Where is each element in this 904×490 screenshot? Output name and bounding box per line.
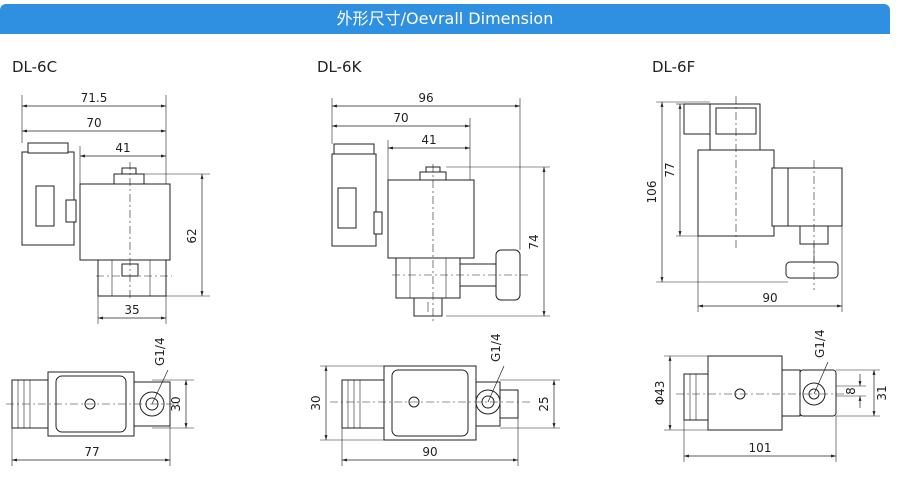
dl-6f-yoke bbox=[771, 167, 789, 227]
dl-6f-dim-90: 90 bbox=[762, 291, 777, 305]
dl-6k-dim-30: 30 bbox=[309, 395, 323, 410]
dl-6c-top-nut bbox=[113, 173, 145, 185]
dl-6k-connector-cap bbox=[333, 143, 375, 155]
dl-6k-top-connector bbox=[341, 379, 385, 429]
dl-6c-coil bbox=[79, 183, 171, 261]
dl-6f-dim-31: 31 bbox=[875, 385, 889, 400]
dl-6k-dim-74: 74 bbox=[527, 234, 541, 249]
dl-6c-dim-62: 62 bbox=[185, 228, 199, 243]
dl-6k-connector-label-plate bbox=[337, 187, 357, 229]
dl-6f-dim-g1-4: G1/4 bbox=[813, 329, 827, 358]
dl-6k-side-view: 96 70 41 74 bbox=[331, 91, 550, 322]
dl-6f-dim-101: 101 bbox=[749, 441, 772, 455]
dl-6f-top-view: G1/4 Φ43 8 31 101 bbox=[653, 329, 889, 462]
dl-6k-dim-90: 90 bbox=[422, 445, 437, 459]
dl-6c-dim-35: 35 bbox=[124, 303, 139, 317]
dl-6k-dim-41: 41 bbox=[421, 133, 436, 147]
dl-6k-dim-25: 25 bbox=[537, 396, 551, 411]
model-label-dl-6k: DL-6K bbox=[317, 58, 362, 76]
dl-6c-dim-71-5: 71.5 bbox=[81, 91, 108, 105]
section-header-banner: 外形尺寸/Oevrall Dimension bbox=[0, 4, 890, 34]
model-label-dl-6c: DL-6C bbox=[12, 58, 58, 76]
dl-6f-dim-106: 106 bbox=[645, 181, 659, 204]
dl-6c-side-view: 71.5 70 41 62 35 bbox=[21, 91, 210, 324]
dl-6f-connector-cap bbox=[683, 103, 711, 135]
dl-6c-top-view: G1/4 30 77 bbox=[6, 337, 194, 466]
dl-6f-dim-phi43: Φ43 bbox=[653, 381, 667, 406]
dl-6k-coil bbox=[387, 179, 475, 259]
dl-6f-dim-8: 8 bbox=[844, 387, 858, 395]
dl-6c-dim-77: 77 bbox=[84, 445, 99, 459]
dl-6c-dim-30: 30 bbox=[169, 396, 183, 411]
dl-6k-top-stem bbox=[499, 389, 519, 419]
model-label-dl-6f: DL-6F bbox=[652, 58, 696, 76]
dl-6k-top-view: G1/4 30 25 90 bbox=[309, 333, 560, 466]
dl-6k-valve-body bbox=[395, 257, 461, 299]
dl-6c-connector-cap bbox=[27, 142, 69, 154]
dl-6k-dim-70: 70 bbox=[393, 111, 408, 125]
dl-6f-handwheel bbox=[785, 261, 839, 279]
section-title: 外形尺寸/Oevrall Dimension bbox=[336, 9, 554, 28]
dl-6f-valve-body bbox=[787, 167, 843, 227]
dl-6f-side-view: 106 77 90 bbox=[645, 96, 843, 312]
dl-6k-dim-96: 96 bbox=[418, 91, 433, 105]
dl-6c-dim-g1-4: G1/4 bbox=[153, 337, 167, 366]
dl-6f-dim-77: 77 bbox=[663, 162, 677, 177]
dl-6c-connector-label-plate bbox=[35, 185, 55, 227]
dl-6c-dim-41: 41 bbox=[115, 141, 130, 155]
dl-6k-dim-g1-4: G1/4 bbox=[489, 333, 503, 362]
dl-6c-dim-70: 70 bbox=[86, 116, 101, 130]
dl-6f-top-yoke bbox=[781, 369, 801, 417]
